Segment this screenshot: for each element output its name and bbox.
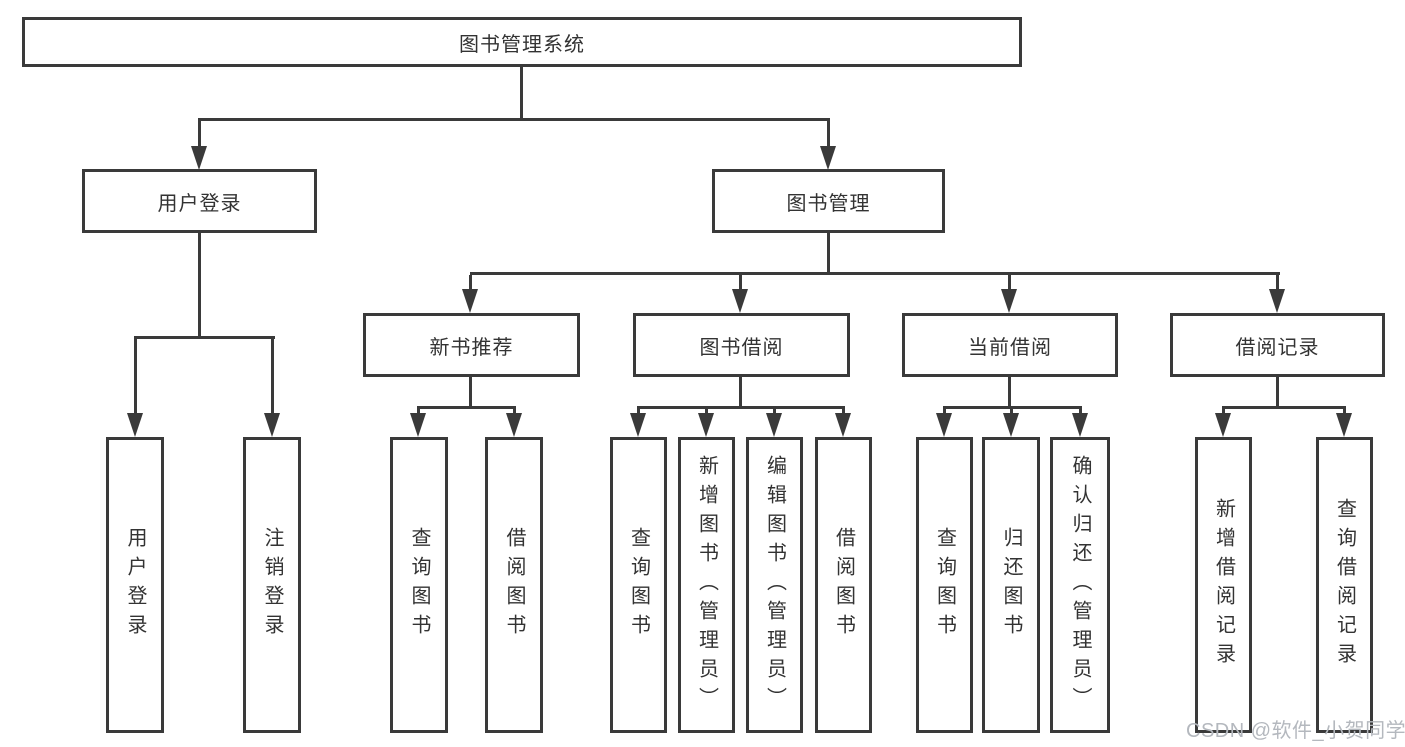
node-label: 用户登录 [157, 192, 242, 215]
arrow-down-icon [1003, 413, 1019, 437]
connector-line [637, 406, 845, 409]
leaf-add-book-admin: 新增图书（管理员） [678, 437, 735, 733]
arrow-down-icon [630, 413, 646, 437]
connector-line [637, 409, 640, 415]
connector-line [1010, 409, 1013, 415]
leaf-label: 注销登录 [261, 527, 283, 643]
arrow-down-icon [1336, 413, 1352, 437]
connector-line [520, 67, 523, 120]
arrow-down-icon [820, 146, 836, 170]
node-user-login: 用户登录 [82, 169, 317, 233]
leaf-label: 查询借阅记录 [1333, 498, 1356, 672]
node-label: 图书管理 [786, 192, 871, 215]
arrow-down-icon [127, 413, 143, 437]
connector-line [1343, 409, 1346, 415]
leaf-query-books-current: 查询图书 [916, 437, 973, 733]
leaf-label: 查询图书 [627, 527, 650, 643]
connector-line [469, 275, 472, 291]
leaf-label: 新增借阅记录 [1212, 498, 1235, 672]
watermark: CSDN @软件_小贺同学 [1186, 720, 1405, 742]
connector-line [1222, 409, 1225, 415]
connector-line [943, 409, 946, 415]
connector-line [1008, 275, 1011, 291]
connector-line [943, 406, 1082, 409]
arrow-down-icon [1072, 413, 1088, 437]
leaf-label: 确认归还（管理员） [1069, 454, 1091, 716]
arrow-down-icon [1269, 289, 1285, 313]
node-current-borrowing: 当前借阅 [902, 313, 1118, 377]
node-borrow-records: 借阅记录 [1170, 313, 1385, 377]
connector-line [469, 377, 472, 409]
connector-line [739, 377, 742, 409]
arrow-down-icon [936, 413, 952, 437]
leaf-label: 编辑图书（管理员） [763, 454, 786, 716]
arrow-down-icon [1001, 289, 1017, 313]
leaf-logout: 注销登录 [243, 437, 301, 733]
arrow-down-icon [462, 289, 478, 313]
leaf-label: 新增图书（管理员） [695, 454, 718, 716]
connector-line [1079, 409, 1082, 415]
connector-line [842, 409, 845, 415]
leaf-query-books-recommend: 查询图书 [390, 437, 448, 733]
node-label: 图书借阅 [699, 336, 784, 359]
leaf-label: 归还图书 [1000, 527, 1022, 643]
arrow-down-icon [732, 289, 748, 313]
node-book-borrowing: 图书借阅 [633, 313, 850, 377]
node-book-management: 图书管理 [712, 169, 945, 233]
leaf-return-books: 归还图书 [982, 437, 1040, 733]
leaf-query-borrow-record: 查询借阅记录 [1316, 437, 1373, 733]
leaf-label: 用户登录 [124, 527, 146, 643]
leaf-label: 借阅图书 [832, 527, 855, 643]
connector-line [134, 336, 275, 339]
connector-line [1276, 377, 1279, 409]
leaf-borrow-books: 借阅图书 [815, 437, 872, 733]
connector-line [470, 272, 1280, 275]
leaf-query-books-borrowing: 查询图书 [610, 437, 667, 733]
connector-line [417, 409, 420, 415]
connector-line [417, 406, 516, 409]
node-new-book-recommendation: 新书推荐 [363, 313, 580, 377]
connector-line [271, 339, 274, 415]
node-label: 新书推荐 [429, 336, 514, 359]
leaf-user-login: 用户登录 [106, 437, 164, 733]
arrow-down-icon [506, 413, 522, 437]
connector-line [1008, 377, 1011, 409]
node-label: 当前借阅 [968, 336, 1052, 359]
connector-line [134, 339, 137, 415]
connector-line [198, 233, 201, 338]
leaf-label: 查询图书 [933, 527, 956, 643]
arrow-down-icon [698, 413, 714, 437]
node-label: 图书管理系统 [459, 33, 585, 56]
connector-line [739, 275, 742, 291]
connector-line [827, 233, 830, 275]
leaf-borrow-books-recommend: 借阅图书 [485, 437, 543, 733]
connector-line [827, 121, 830, 148]
arrow-down-icon [1215, 413, 1231, 437]
arrow-down-icon [410, 413, 426, 437]
connector-line [705, 409, 708, 415]
node-label: 借阅记录 [1235, 336, 1320, 359]
connector-line [198, 121, 201, 148]
connector-line [773, 409, 776, 415]
arrow-down-icon [264, 413, 280, 437]
connector-line [1276, 275, 1279, 291]
arrow-down-icon [766, 413, 782, 437]
connector-line [1222, 406, 1346, 409]
arrow-down-icon [835, 413, 851, 437]
leaf-edit-book-admin: 编辑图书（管理员） [746, 437, 803, 733]
arrow-down-icon [191, 146, 207, 170]
connector-line [513, 409, 516, 415]
connector-line [198, 118, 830, 121]
leaf-confirm-return-admin: 确认归还（管理员） [1050, 437, 1110, 733]
leaf-add-borrow-record: 新增借阅记录 [1195, 437, 1252, 733]
leaf-label: 借阅图书 [503, 527, 525, 643]
node-library-management-system: 图书管理系统 [22, 17, 1022, 67]
leaf-label: 查询图书 [408, 527, 430, 643]
